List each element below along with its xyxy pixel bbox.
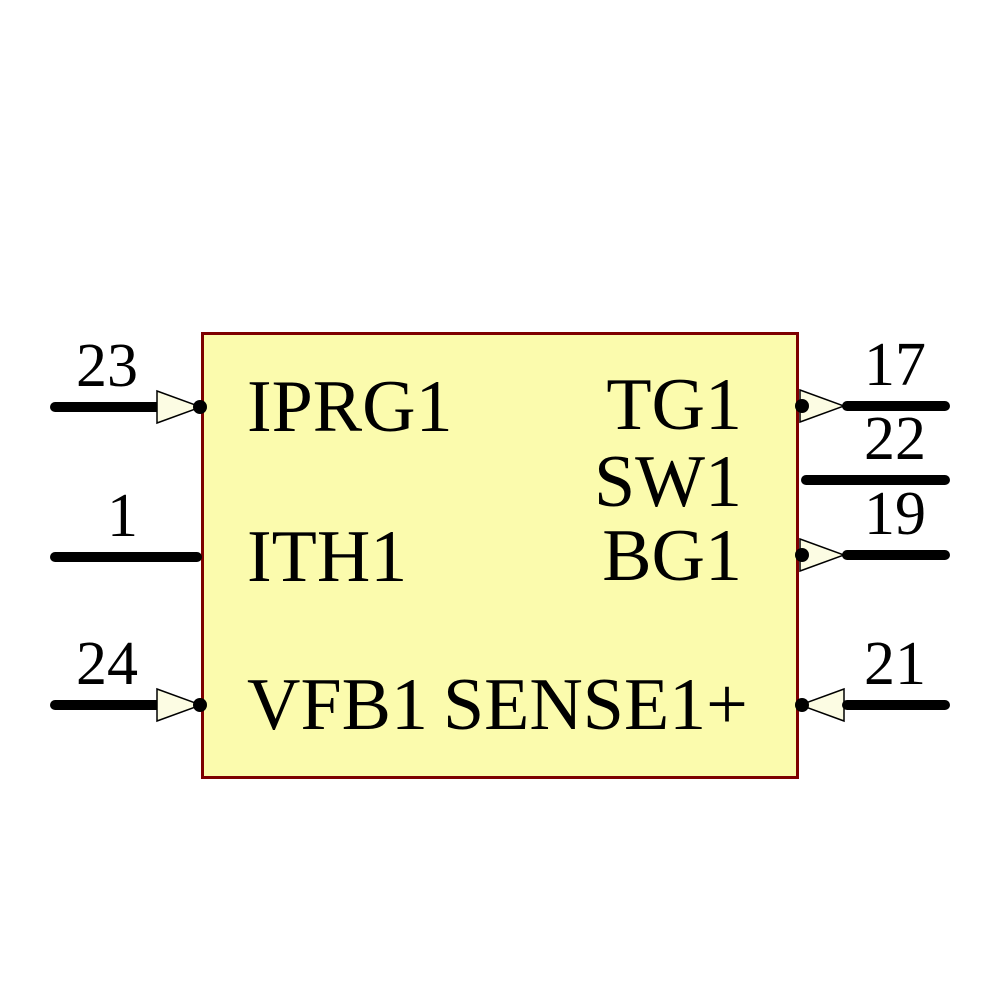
pin-23-wire[interactable] [50, 402, 162, 412]
pin-junction-dot [795, 399, 809, 413]
pin-label-sense1p: SENSE1+ [443, 664, 748, 746]
pin-label-iprg1: IPRG1 [247, 366, 453, 448]
pin-21-number: 21 [864, 630, 926, 698]
pin-label-vfb1: VFB1 [247, 664, 428, 746]
pin-22-number: 22 [864, 405, 926, 473]
pin-17-number: 17 [864, 331, 926, 399]
pin-label-tg1: TG1 [606, 364, 742, 446]
pin-1-wire[interactable] [50, 552, 202, 562]
pin-23-number: 23 [76, 332, 138, 400]
pin-junction-dot [193, 698, 207, 712]
pin-label-sw1: SW1 [594, 441, 742, 523]
pin-19-number: 19 [864, 480, 926, 548]
pin-17-wire[interactable] [842, 401, 950, 411]
pin-24-wire[interactable] [50, 700, 162, 710]
component-body[interactable] [201, 332, 799, 779]
input-arrow-icon [156, 687, 202, 723]
pin-label-ith1: ITH1 [247, 516, 408, 598]
pin-19-wire[interactable] [842, 550, 950, 560]
pin-24-number: 24 [76, 630, 138, 698]
pin-21-wire[interactable] [842, 700, 950, 710]
pin-1-number: 1 [107, 482, 138, 550]
pin-junction-dot [795, 698, 809, 712]
pin-junction-dot [795, 548, 809, 562]
input-arrow-icon [156, 389, 202, 425]
pin-label-bg1: BG1 [602, 515, 742, 597]
pin-22-wire[interactable] [801, 475, 950, 485]
pin-junction-dot [193, 400, 207, 414]
